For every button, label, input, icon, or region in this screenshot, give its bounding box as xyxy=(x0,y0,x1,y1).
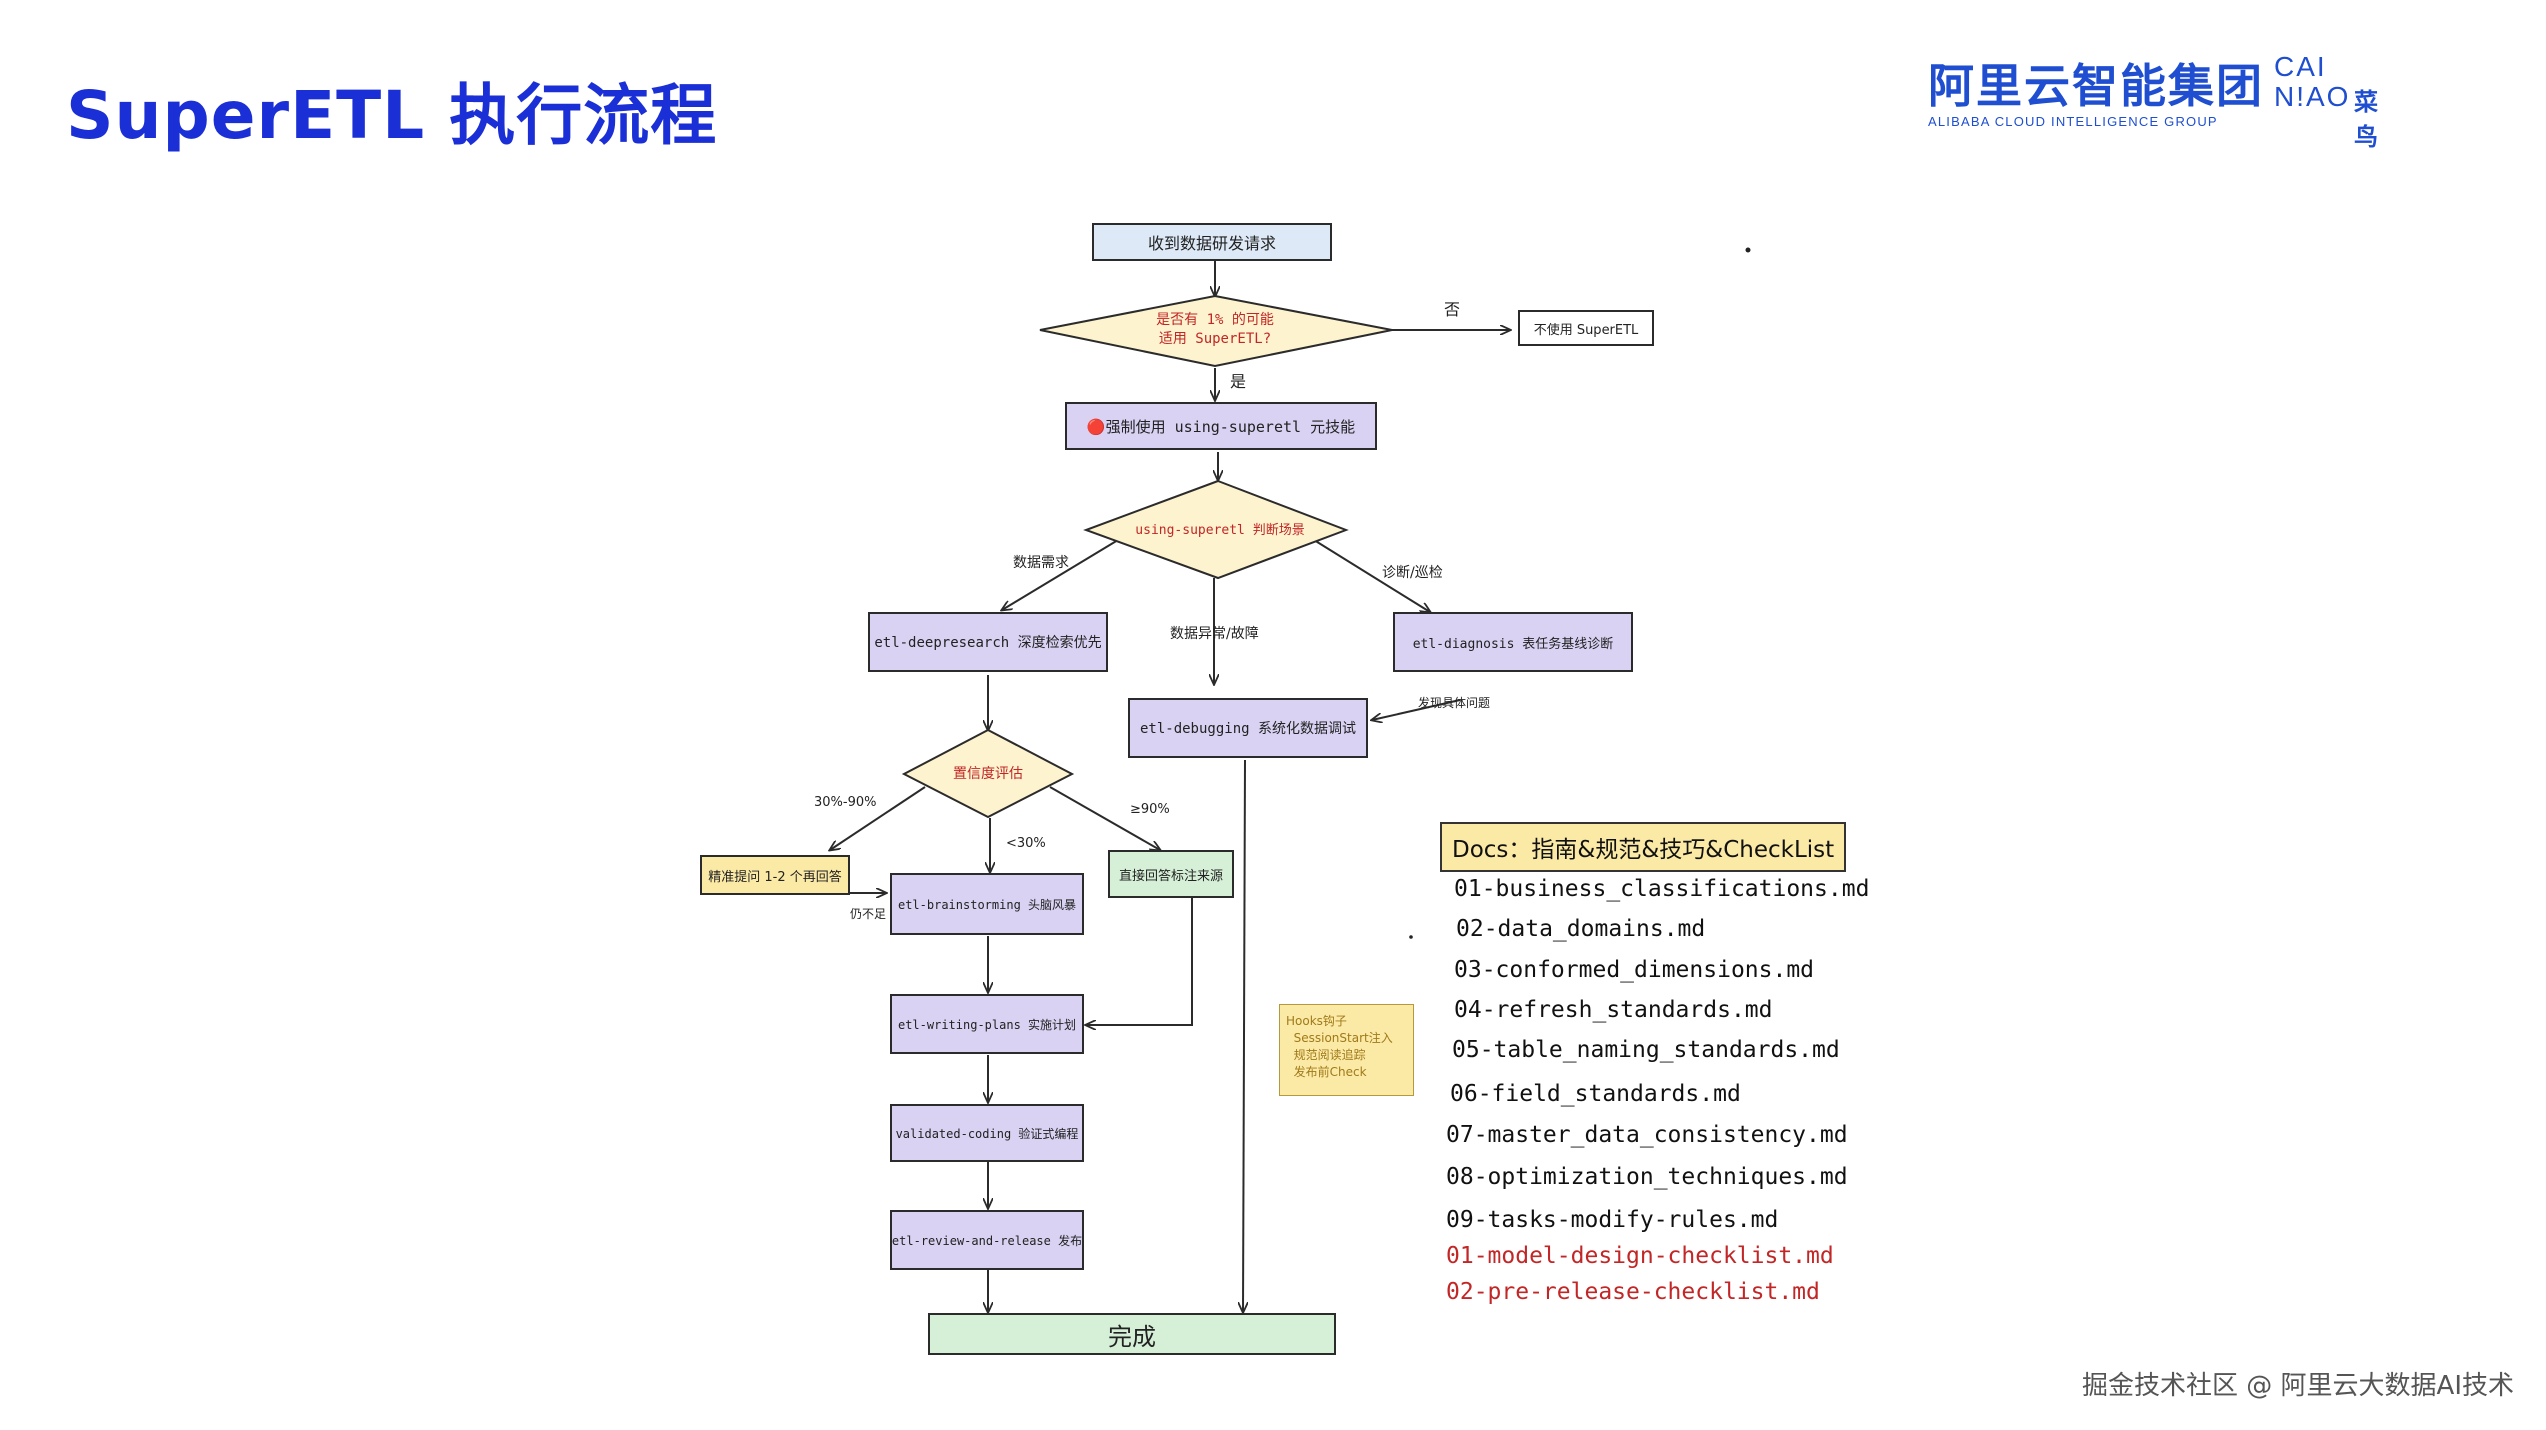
deepresearch-node: etl-deepresearch 深度检索优先 xyxy=(868,612,1108,672)
arrow-debugging-to-done xyxy=(1243,759,1245,1312)
page-title: SuperETL 执行流程 xyxy=(66,77,718,154)
decision2-diamond xyxy=(1083,479,1349,580)
no-label: 否 xyxy=(1444,300,1461,319)
confidence-text: 置信度评估 xyxy=(953,765,1023,782)
decision1-line1: 是否有 1% 的可能 xyxy=(1156,312,1274,328)
docs-item: 08-optimization_techniques.md xyxy=(1446,1164,1848,1190)
confidence-lt30-label: <30% xyxy=(1006,836,1046,851)
confidence-30-90-label: 30%-90% xyxy=(814,795,877,810)
done-node: 完成 xyxy=(928,1313,1336,1355)
review-release-node: etl-review-and-release 发布 xyxy=(890,1210,1084,1270)
arrow-decision2-to-deepresearch xyxy=(1002,539,1119,610)
hooks-note: Hooks钩子 SessionStart注入 规范阅读追踪 发布前Check xyxy=(1279,1004,1414,1096)
confidence-ge90-label: ≥90% xyxy=(1130,802,1170,817)
docs-checklist-item: 01-model-design-checklist.md xyxy=(1446,1243,1834,1269)
cainiao-logo-cn: 菜鸟 xyxy=(2354,89,2378,151)
docs-item: 09-tasks-modify-rules.md xyxy=(1446,1207,1779,1233)
alibaba-logo-cn: 阿里云智能集团 xyxy=(1928,59,2264,113)
branch-data-need-label: 数据需求 xyxy=(1013,555,1069,571)
arrow-diagnosis-to-debugging xyxy=(1372,699,1461,720)
stray-dot xyxy=(1745,247,1751,253)
decision1-line2: 适用 SuperETL? xyxy=(1158,331,1272,347)
branch-diag-label: 诊断/巡检 xyxy=(1382,565,1443,581)
docs-checklist-item: 02-pre-release-checklist.md xyxy=(1446,1279,1820,1305)
decision1-text: 是否有 1% 的可能适用 SuperETL? xyxy=(1110,305,1320,355)
docs-item: 01-business_classifications.md xyxy=(1454,876,1870,902)
start-node: 收到数据研发请求 xyxy=(1092,223,1332,261)
yes-label: 是 xyxy=(1230,372,1247,391)
docs-item: 06-field_standards.md xyxy=(1450,1081,1741,1107)
docs-item: 07-master_data_consistency.md xyxy=(1446,1122,1848,1148)
docs-title: Docs：指南&规范&技巧&CheckList xyxy=(1440,822,1846,872)
debugging-node: etl-debugging 系统化数据调试 xyxy=(1128,698,1368,758)
cainiao-logo-line2: N!AO xyxy=(2274,81,2351,112)
branch-anomaly-label: 数据异常/故障 xyxy=(1170,626,1259,642)
watermark: 掘金技术社区 @ 阿里云大数据AI技术 xyxy=(2082,1371,2514,1401)
docs-item: 04-refresh_standards.md xyxy=(1454,997,1773,1023)
decision1-diamond xyxy=(1039,294,1393,368)
arrow-direct-to-writing xyxy=(1086,892,1193,1025)
cainiao-logo: CAI N!AO 菜鸟 xyxy=(2274,51,2378,152)
docs-item: 02-data_domains.md xyxy=(1456,916,1706,942)
brainstorming-node: etl-brainstorming 头脑风暴 xyxy=(890,873,1084,935)
cainiao-logo-line1: CAI xyxy=(2274,51,2327,82)
force-skill-node: 🔴强制使用 using-superetl 元技能 xyxy=(1065,402,1377,450)
still-insufficient-label: 仍不足 xyxy=(850,907,887,921)
clarify-node: 精准提问 1-2 个再回答 xyxy=(700,855,850,895)
confidence-diamond xyxy=(901,728,1075,819)
docs-item: 05-table_naming_standards.md xyxy=(1452,1037,1840,1063)
found-issue-label: 发现具体问题 xyxy=(1418,696,1491,710)
validated-coding-node: validated-coding 验证式编程 xyxy=(890,1104,1084,1162)
alibaba-logo-en: ALIBABA CLOUD INTELLIGENCE GROUP xyxy=(1928,114,2218,129)
diagnosis-node: etl-diagnosis 表任务基线诊断 xyxy=(1393,612,1633,672)
alibaba-cloud-logo: 阿里云智能集团 ALIBABA CLOUD INTELLIGENCE GROUP xyxy=(1928,50,2264,129)
arrow-decision2-to-diagnosis xyxy=(1313,539,1430,612)
docs-item: 03-conformed_dimensions.md xyxy=(1454,957,1815,983)
direct-answer-node: 直接回答标注来源 xyxy=(1108,850,1234,898)
stray-dot-2 xyxy=(1409,935,1413,939)
writing-plans-node: etl-writing-plans 实施计划 xyxy=(890,994,1084,1054)
no-superetl-node: 不使用 SuperETL xyxy=(1518,310,1654,346)
arrow-confidence-to-direct xyxy=(1049,786,1160,850)
decision2-text: using-superetl 判断场景 xyxy=(1135,522,1305,538)
arrow-confidence-to-clarify xyxy=(830,786,926,850)
